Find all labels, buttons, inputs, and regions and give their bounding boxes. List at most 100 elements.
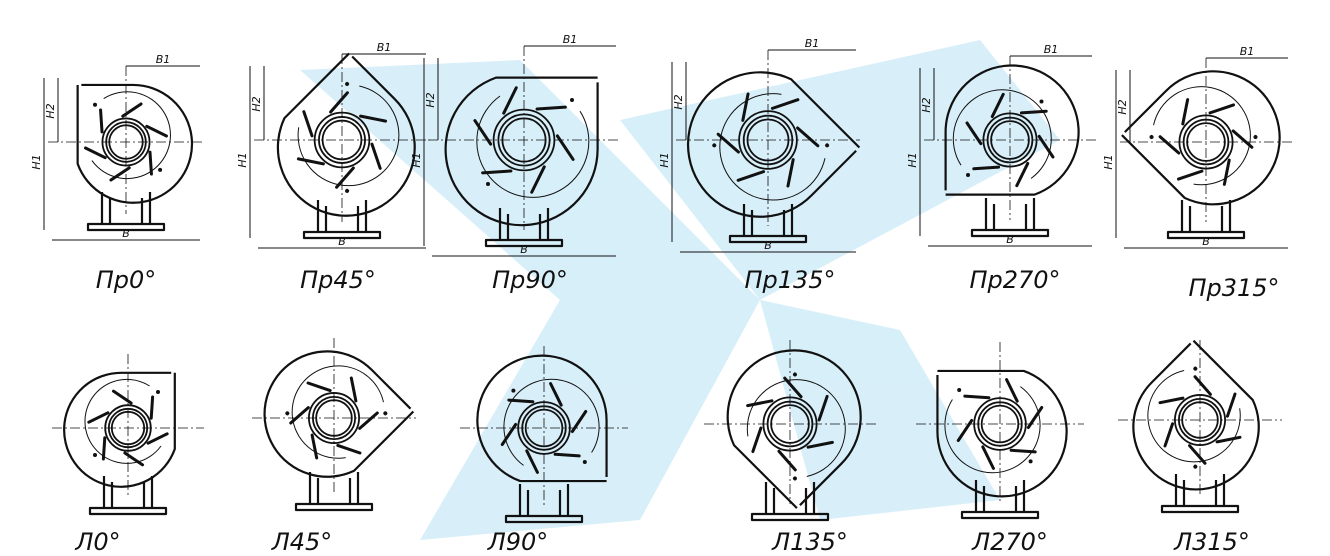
bolt-icon <box>957 388 962 392</box>
base-plate <box>504 514 584 524</box>
orientation-label: Л90° <box>487 528 549 556</box>
housing <box>63 371 176 488</box>
orientation-label: Л45° <box>271 528 333 556</box>
blade <box>306 381 332 393</box>
scroll-outline <box>76 83 194 204</box>
bolt-icon <box>93 453 97 457</box>
blade <box>525 449 539 474</box>
dimension-b1-label: B1 <box>563 33 578 46</box>
dimension-h2-label: H2 <box>424 92 437 107</box>
support-legs <box>100 192 152 224</box>
impeller-ring-middle <box>107 407 149 449</box>
dimension-b-label: B <box>1006 233 1014 246</box>
blade <box>502 86 518 115</box>
blade <box>310 433 319 460</box>
impeller-ring-middle <box>497 113 551 167</box>
blade <box>358 411 379 430</box>
blade <box>335 166 355 189</box>
blade <box>963 394 991 400</box>
impeller-ring-outer <box>104 404 152 452</box>
blade <box>146 432 169 445</box>
bolt-icon <box>93 102 97 107</box>
dimension-b1-label: B1 <box>156 53 171 66</box>
base-plate <box>750 512 830 522</box>
blade <box>507 398 535 404</box>
bolt-icon <box>1039 99 1044 104</box>
blade <box>535 105 567 111</box>
dimension-b1-label: B1 <box>1044 43 1059 56</box>
impeller-ring-outer <box>313 111 371 169</box>
dimension-b-label: B <box>122 227 130 240</box>
impeller-ring-middle <box>318 116 366 164</box>
blade <box>1215 435 1242 444</box>
bolt-icon <box>792 372 797 377</box>
dimension-h1-label: H1 <box>906 152 919 167</box>
blade <box>1225 392 1237 418</box>
impeller-ring-inner <box>980 404 1020 444</box>
bolt-icon <box>966 173 970 177</box>
dimension-h1-label: H1 <box>410 152 423 167</box>
housing <box>476 354 608 483</box>
blade <box>349 376 358 403</box>
housing <box>936 369 1068 498</box>
bolt-icon <box>570 98 574 102</box>
blade <box>296 157 325 166</box>
blade <box>716 132 740 154</box>
blade <box>806 440 834 449</box>
impeller-ring-outer <box>982 112 1038 168</box>
blade <box>148 150 153 176</box>
orientation-label: Л315° <box>1173 528 1250 556</box>
dimension-h2-label: H2 <box>920 97 933 112</box>
support-legs <box>308 472 360 504</box>
blade <box>741 92 750 122</box>
base-plate <box>970 228 1050 238</box>
dimension-h1-label: H1 <box>1102 154 1115 169</box>
blade <box>1019 109 1048 115</box>
support-legs <box>1180 200 1232 232</box>
blade <box>101 436 107 461</box>
impeller-ring-inner <box>315 399 353 437</box>
blade <box>990 92 1005 119</box>
base-plate <box>302 230 382 240</box>
base-plate <box>960 510 1040 520</box>
fan-l135: Л135° <box>704 340 876 556</box>
impeller-ring-outer <box>517 401 571 455</box>
blade <box>87 411 110 424</box>
blade <box>1009 448 1037 454</box>
blade <box>481 169 513 175</box>
housing <box>1121 70 1281 206</box>
scroll-outline <box>63 371 176 488</box>
orientation-label: Л0° <box>74 528 120 556</box>
inner-scroll <box>1153 86 1251 186</box>
support-legs <box>984 198 1036 230</box>
scroll-outline <box>444 76 599 227</box>
blade <box>549 382 563 407</box>
dimension-b-label: B <box>520 243 528 256</box>
scroll-outline <box>1121 70 1281 206</box>
blade <box>329 91 349 114</box>
blade <box>289 406 310 425</box>
support-legs <box>1174 474 1226 506</box>
orientation-label: Пр315° <box>1188 274 1279 302</box>
blade <box>145 124 168 138</box>
impeller-ring-inner <box>990 120 1030 160</box>
impeller-ring-outer <box>1174 394 1226 446</box>
fan-l270: Л270° <box>916 342 1084 556</box>
orientation-label: Пр270° <box>969 266 1060 294</box>
impeller-ring-middle <box>742 114 794 166</box>
blade <box>786 158 795 188</box>
scroll-outline <box>936 369 1068 498</box>
blade <box>336 443 362 455</box>
bolt-icon <box>486 182 490 186</box>
impeller-ring-inner <box>321 119 363 161</box>
support-legs <box>498 208 550 240</box>
dimension-h2-label: H2 <box>44 103 57 118</box>
scroll-outline <box>944 64 1080 196</box>
blade <box>783 376 803 399</box>
blade <box>84 146 107 160</box>
housing <box>263 350 415 478</box>
blade <box>500 422 518 446</box>
scroll-outline <box>476 354 608 483</box>
orientation-label: Пр45° <box>300 266 376 294</box>
